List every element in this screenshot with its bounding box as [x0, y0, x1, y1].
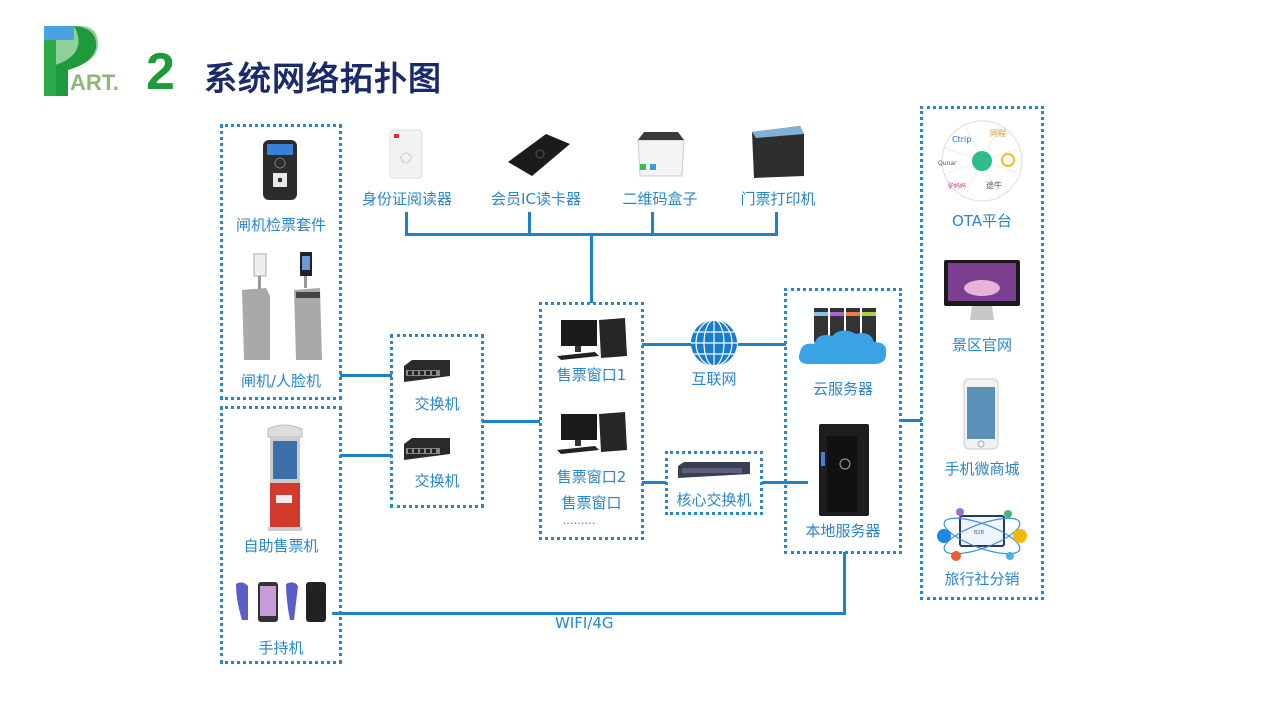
- bus-to-windows: [590, 233, 593, 303]
- left-device-group-top: [220, 124, 342, 400]
- cloud-server-label: 云服务器: [812, 380, 873, 398]
- b2b-platform-icon: B2B: [937, 508, 1027, 561]
- svg-text:Ctrip: Ctrip: [952, 135, 971, 144]
- svg-text:Qunar: Qunar: [938, 160, 957, 167]
- channel-label: OTA平台: [951, 212, 1013, 230]
- page-title: 系统网络拓扑图: [204, 59, 442, 98]
- part-logo-icon: [44, 26, 98, 96]
- local-server-label: 本地服务器: [805, 522, 881, 540]
- core-switch-label: 核心交换机: [676, 491, 752, 509]
- bus-drop-3: [651, 212, 654, 236]
- qr-code-box-icon: [637, 132, 685, 177]
- id-card-reader-icon: [389, 129, 423, 179]
- cloud-server-icon: [798, 308, 887, 364]
- ticket-check-terminal-icon: [263, 140, 297, 200]
- switch-label: 交换机: [414, 395, 460, 413]
- left-item-label: 闸机/人脸机: [240, 372, 322, 390]
- wireless-horizontal: [332, 612, 846, 615]
- bus-drop-2: [528, 212, 531, 236]
- network-switch-icon: [404, 438, 450, 460]
- wireless-label: WIFI/4G: [555, 614, 614, 632]
- gate-to-switch: [340, 374, 392, 377]
- svg-text:B2B: B2B: [974, 530, 985, 536]
- window-to-internet: [642, 343, 692, 346]
- internet-to-cloud: [738, 343, 786, 346]
- wireless-vertical: [843, 552, 846, 615]
- ic-card-reader-icon: [508, 134, 570, 176]
- ticket-window-label: 售票窗口2: [556, 468, 627, 486]
- desktop-pc-icon: [557, 412, 627, 454]
- sales-channel-group: [920, 106, 1044, 600]
- left-item-label: 自助售票机: [243, 537, 319, 555]
- svg-text:途牛: 途牛: [986, 180, 1002, 190]
- monitor-icon: [944, 260, 1020, 320]
- window-to-core-switch: [642, 481, 666, 484]
- globe-icon: [691, 319, 737, 367]
- network-switch-icon: [404, 360, 450, 382]
- server-group: [784, 288, 902, 554]
- ticket-printer-icon: [752, 126, 804, 178]
- core-switch-group: [665, 451, 763, 515]
- desktop-pc-icon: [557, 318, 627, 360]
- peripheral-label: 门票打印机: [740, 190, 816, 208]
- peripheral-label: 二维码盒子: [622, 190, 698, 208]
- peripheral-label: 会员IC读卡器: [491, 190, 581, 208]
- ticket-window-label: 售票窗口1: [556, 366, 627, 384]
- kiosk-to-switch: [340, 454, 392, 457]
- ticket-window-ellipsis: ………: [562, 514, 596, 527]
- switch-to-windows: [482, 420, 540, 423]
- tower-server-icon: [819, 424, 869, 516]
- left-device-group-bottom: [220, 406, 342, 664]
- ticket-window-group: [539, 302, 644, 540]
- switch-label: 交换机: [414, 472, 460, 490]
- switch-group: [390, 334, 484, 508]
- channel-label: 手机微商城: [944, 460, 1020, 478]
- svg-text:同程: 同程: [990, 129, 1006, 138]
- logo-part-text: ART.: [70, 70, 119, 95]
- self-service-kiosk-icon: [267, 424, 303, 531]
- logo-number: 2: [146, 43, 175, 101]
- channel-label: 旅行社分销: [944, 570, 1020, 588]
- smartphone-icon: [963, 378, 999, 450]
- channel-label: 景区官网: [951, 336, 1012, 354]
- internet-label: 互联网: [691, 370, 737, 388]
- ticket-window-extra-label: 售票窗口: [561, 494, 622, 512]
- left-item-label: 闸机检票套件: [235, 216, 326, 234]
- bus-drop-4: [775, 212, 778, 236]
- ota-platforms-icon: Ctrip 同程 Qunar 途牛 驴妈妈: [938, 120, 1023, 202]
- left-item-label: 手持机: [258, 639, 304, 657]
- peripheral-label: 身份证阅读器: [361, 190, 452, 208]
- bus-drop-1: [405, 212, 408, 236]
- svg-text:驴妈妈: 驴妈妈: [948, 182, 966, 190]
- turnstile-face-gate-icon: [242, 252, 322, 360]
- core-switch-icon: [678, 462, 750, 478]
- servers-to-channels: [900, 419, 922, 422]
- handheld-terminal-icon: [236, 582, 326, 622]
